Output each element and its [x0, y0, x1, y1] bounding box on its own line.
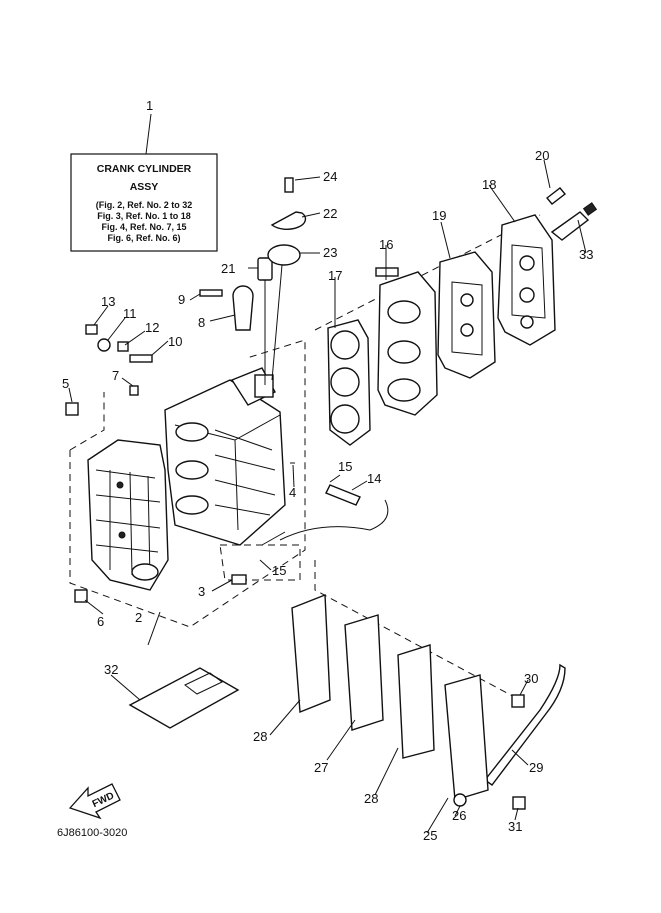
assembly-info-box: CRANK CYLINDER ASSY (Fig. 2, Ref. No. 2 … — [70, 113, 218, 252]
callout-25: 25 — [423, 828, 437, 843]
callout-14: 14 — [367, 471, 381, 486]
bolt-20-part — [545, 187, 567, 205]
assembly-title-line1: CRANK CYLINDER — [97, 163, 192, 175]
callout-33: 33 — [579, 247, 593, 262]
fwd-arrow-icon: FWD — [68, 783, 121, 820]
callout-10: 10 — [168, 334, 182, 349]
cover-gasket-part — [437, 251, 496, 379]
callout-8: 8 — [198, 315, 205, 330]
thermostat-parts — [257, 177, 307, 385]
diagram-code: 6J86100-3020 — [57, 827, 127, 839]
assembly-ref-1: (Fig. 2, Ref. No. 2 to 32 — [96, 200, 193, 210]
small-fittings — [65, 285, 295, 603]
leader-lines — [68, 159, 587, 834]
callout-20: 20 — [535, 148, 549, 163]
callout-30: 30 — [524, 671, 538, 686]
base-gasket-part — [128, 667, 240, 729]
callout-22: 22 — [323, 206, 337, 221]
callout-3: 3 — [198, 584, 205, 599]
head-gasket-part — [327, 319, 371, 446]
callout-6: 6 — [97, 614, 104, 629]
callout-28-upper: 28 — [253, 729, 267, 744]
callout-29: 29 — [529, 760, 543, 775]
callout-21: 21 — [221, 261, 235, 276]
head-cover-part — [497, 214, 556, 346]
callout-numbers: 1 2 3 4 5 6 7 8 9 10 11 12 13 14 15 15 1… — [62, 98, 593, 843]
callout-4: 4 — [289, 485, 296, 500]
callout-12: 12 — [145, 320, 159, 335]
callout-7: 7 — [112, 368, 119, 383]
callout-26: 26 — [452, 808, 466, 823]
callout-27: 27 — [314, 760, 328, 775]
callout-15-upper: 15 — [338, 459, 352, 474]
callout-1: 1 — [146, 98, 153, 113]
callout-18: 18 — [482, 177, 496, 192]
callout-19: 19 — [432, 208, 446, 223]
callout-16: 16 — [379, 237, 393, 252]
cylinder-block-part — [164, 367, 286, 546]
callout-23: 23 — [323, 245, 337, 260]
cylinder-head-part — [375, 267, 438, 416]
assembly-ref-3: Fig. 4, Ref. No. 7, 15 — [101, 222, 186, 232]
group-outlines — [69, 214, 541, 701]
callout-2: 2 — [135, 610, 142, 625]
spark-plug-part — [550, 202, 598, 241]
callout-13: 13 — [101, 294, 115, 309]
callout-24: 24 — [323, 169, 337, 184]
hoses — [261, 484, 566, 786]
crankcase-part — [87, 439, 169, 591]
exhaust-plates — [291, 593, 526, 810]
callout-5: 5 — [62, 376, 69, 391]
callout-32: 32 — [104, 662, 118, 677]
callout-11: 11 — [123, 306, 137, 321]
callout-28-lower: 28 — [364, 791, 378, 806]
callout-15-lower: 15 — [272, 563, 286, 578]
assembly-ref-4: Fig. 6, Ref. No. 6) — [107, 233, 180, 243]
assembly-title-line2: ASSY — [130, 181, 159, 193]
assembly-ref-2: Fig. 3, Ref. No. 1 to 18 — [97, 211, 191, 221]
callout-9: 9 — [178, 292, 185, 307]
callout-17: 17 — [328, 268, 342, 283]
callout-31: 31 — [508, 819, 522, 834]
